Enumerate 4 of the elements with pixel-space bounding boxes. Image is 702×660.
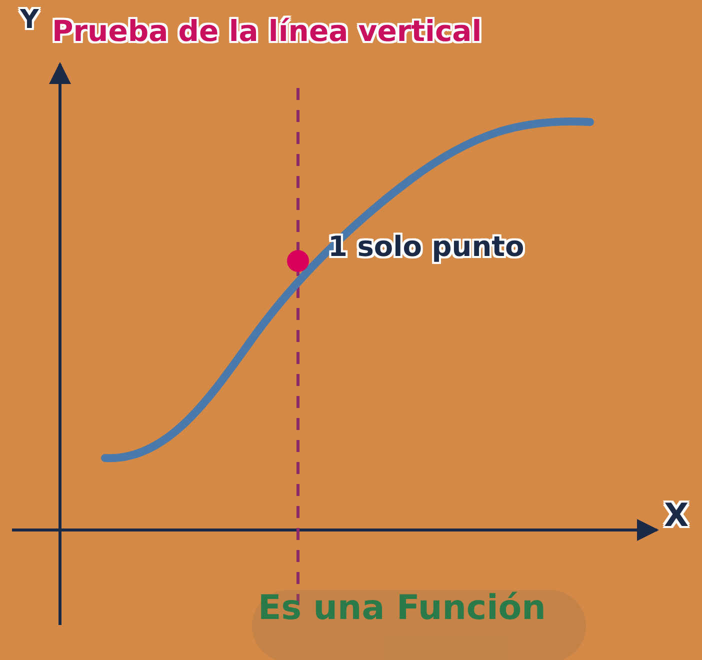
title: Prueba de la línea vertical xyxy=(52,16,482,48)
axis-label: X xyxy=(664,498,689,534)
axis-label: Y xyxy=(20,6,39,35)
result-text: Es una Función xyxy=(258,590,546,628)
